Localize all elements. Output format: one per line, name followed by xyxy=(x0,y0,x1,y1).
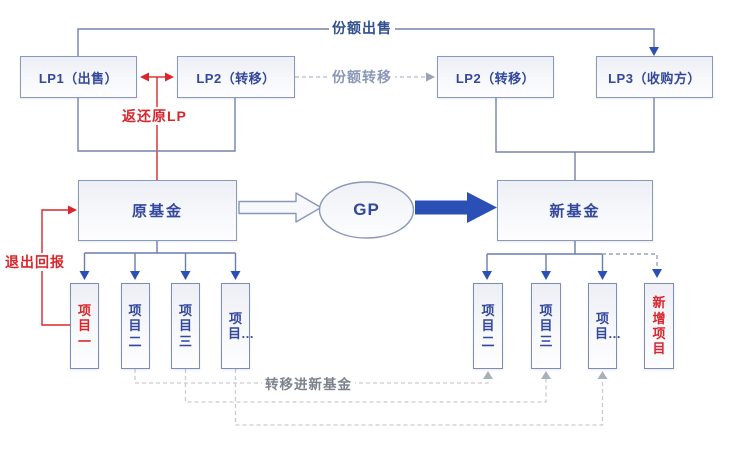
project-label: 新增项目 xyxy=(652,295,666,357)
node-gp: GP xyxy=(353,200,380,219)
return-arrowhead-right xyxy=(165,72,174,82)
old-fund-fanout-arrowheads xyxy=(79,271,241,280)
label-transfer-into-new-fund: 转移进新基金 xyxy=(262,374,355,392)
return-arrowhead-left xyxy=(140,72,149,82)
lp-right-connector xyxy=(495,98,655,180)
new-fund-fanout xyxy=(486,241,604,272)
node-new-fund: 新基金 xyxy=(497,180,653,241)
return-to-lp-lines xyxy=(149,76,165,180)
exit-return-arrowhead xyxy=(68,205,77,215)
project-box-right-4: 新增项目 xyxy=(644,283,674,369)
project-box-right-2: 项目三 xyxy=(531,283,561,369)
project-box-right-1: 项目二 xyxy=(473,283,503,369)
lp-left-connector xyxy=(77,98,236,152)
label-share-transfer: 份额转移 xyxy=(329,68,395,86)
project-label: 项目… xyxy=(595,310,622,341)
project-box-left-2: 项目二 xyxy=(120,283,150,369)
node-lp1: LP1（出售） xyxy=(20,56,137,98)
project-box-left-3: 项目三 xyxy=(171,283,200,369)
project-label: 项目三 xyxy=(539,303,553,349)
new-fund-fanout-arrowheads xyxy=(482,271,608,280)
project-box-right-3: 项目… xyxy=(588,283,622,369)
node-lp2-left: LP2（转移） xyxy=(177,56,295,98)
solid-block-arrow xyxy=(415,192,497,223)
project-label: 项目二 xyxy=(128,303,142,349)
label-exit-return: 退出回报 xyxy=(2,253,68,271)
label-return-to-original-lp: 返还原LP xyxy=(119,107,190,125)
project-box-left-1: 项目一 xyxy=(70,283,99,369)
new-project-dashed-branch xyxy=(602,253,658,269)
project-label: 项目三 xyxy=(178,303,192,349)
share-sale-arrowhead xyxy=(649,47,659,56)
node-lp3: LP3（收购方） xyxy=(596,56,713,98)
project-label: 项目一 xyxy=(77,303,91,349)
node-lp2-right: LP2（转移） xyxy=(437,56,554,98)
transfer-dashed-arrowheads xyxy=(483,371,608,379)
node-old-fund: 原基金 xyxy=(78,180,237,241)
label-share-sale: 份额出售 xyxy=(329,19,395,37)
new-project-arrowhead xyxy=(652,269,662,278)
project-label: 项目二 xyxy=(481,303,495,349)
project-box-left-4: 项目… xyxy=(221,283,255,369)
old-fund-fanout xyxy=(83,241,237,272)
hollow-block-arrow xyxy=(238,192,322,223)
project-label: 项目… xyxy=(228,310,255,341)
share-transfer-arrowhead xyxy=(426,72,435,82)
gp-ellipse xyxy=(318,181,415,239)
transfer-dashed-routes xyxy=(134,369,604,426)
